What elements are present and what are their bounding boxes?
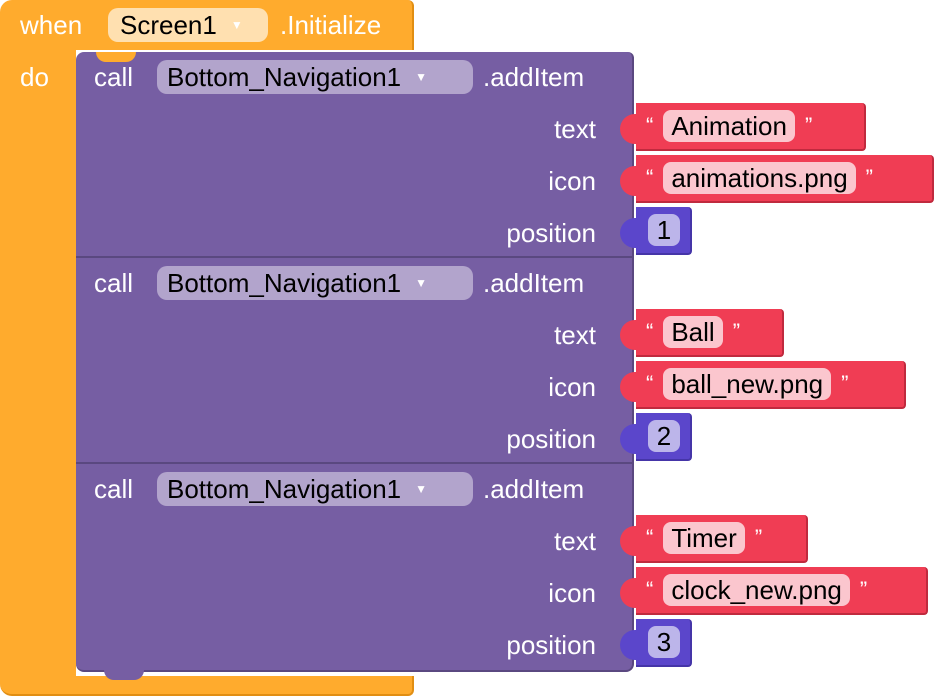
block-notch — [104, 464, 144, 474]
method-label: .addItem — [483, 268, 585, 298]
quote-open: “ — [646, 371, 654, 396]
string-connector — [620, 526, 638, 556]
string-block-text-3[interactable]: “ Timer ” — [636, 515, 808, 563]
chevron-down-icon: ▼ — [415, 70, 428, 84]
param-text-label: text — [554, 114, 596, 144]
quote-close: ” — [865, 165, 873, 190]
block-notch — [96, 52, 136, 62]
quote-open: “ — [646, 577, 654, 602]
chevron-down-icon: ▼ — [230, 18, 243, 32]
string-value-icon-2[interactable]: ball_new.png — [663, 368, 832, 400]
quote-close: ” — [804, 113, 813, 138]
string-block-icon-2[interactable]: “ ball_new.png ” — [636, 361, 906, 409]
component-dropdown-3[interactable]: Bottom_Navigation1 ▼ — [157, 472, 473, 506]
quote-open: “ — [646, 319, 654, 344]
when-label: when — [20, 10, 83, 40]
method-label: .addItem — [483, 474, 585, 504]
quote-close: ” — [732, 319, 741, 344]
event-name-label: .Initialize — [280, 10, 382, 40]
block-notch — [104, 670, 144, 680]
string-block-icon-3[interactable]: “ clock_new.png ” — [636, 567, 928, 615]
number-connector — [620, 630, 638, 660]
number-block-position-1[interactable]: 1 — [636, 207, 692, 255]
quote-close: ” — [841, 371, 849, 396]
call-label: call — [94, 474, 134, 504]
string-block-text-1[interactable]: “ Animation ” — [636, 103, 866, 151]
string-connector — [620, 372, 638, 402]
param-icon-label: icon — [548, 578, 596, 608]
method-label: .addItem — [483, 62, 585, 92]
string-connector — [620, 578, 638, 608]
number-connector — [620, 424, 638, 454]
param-position-label: position — [506, 424, 596, 454]
event-block-footer[interactable] — [0, 676, 414, 696]
param-icon-label: icon — [548, 372, 596, 402]
string-connector — [620, 320, 638, 350]
component-dropdown-2[interactable]: Bottom_Navigation1 ▼ — [157, 266, 473, 300]
param-icon-label: icon — [548, 166, 596, 196]
string-value-icon-3[interactable]: clock_new.png — [663, 574, 850, 606]
number-value-3[interactable]: 3 — [648, 626, 680, 658]
quote-open: “ — [646, 113, 654, 138]
string-value-text-3[interactable]: Timer — [663, 522, 745, 554]
string-value-text-2[interactable]: Ball — [663, 316, 723, 348]
string-connector — [620, 166, 638, 196]
component-label: Bottom_Navigation1 — [167, 61, 402, 92]
quote-open: “ — [646, 165, 654, 190]
block-separator — [76, 462, 634, 464]
block-notch — [104, 258, 144, 268]
number-block-position-3[interactable]: 3 — [636, 619, 692, 667]
quote-close: ” — [859, 577, 868, 602]
component-dropdown-1[interactable]: Bottom_Navigation1 ▼ — [157, 60, 473, 94]
number-value-2[interactable]: 2 — [648, 420, 680, 452]
component-label: Bottom_Navigation1 — [167, 267, 402, 298]
event-block-body[interactable] — [0, 50, 76, 680]
param-position-label: position — [506, 630, 596, 660]
screen-component-label: Screen1 — [120, 9, 217, 40]
param-text-label: text — [554, 320, 596, 350]
quote-close: ” — [754, 525, 763, 550]
component-label: Bottom_Navigation1 — [167, 473, 402, 504]
screen-component-dropdown[interactable]: Screen1 ▼ — [108, 8, 268, 42]
do-label: do — [20, 62, 49, 92]
param-position-label: position — [506, 218, 596, 248]
number-value-1[interactable]: 1 — [648, 214, 680, 246]
call-label: call — [94, 62, 134, 92]
param-text-label: text — [554, 526, 596, 556]
string-block-text-2[interactable]: “ Ball ” — [636, 309, 784, 357]
string-connector — [620, 114, 638, 144]
block-separator — [76, 256, 634, 258]
chevron-down-icon: ▼ — [415, 276, 428, 290]
number-connector — [620, 218, 638, 248]
string-value-icon-1[interactable]: animations.png — [663, 162, 856, 194]
call-label: call — [94, 268, 134, 298]
chevron-down-icon: ▼ — [415, 482, 428, 496]
string-block-icon-1[interactable]: “ animations.png ” — [636, 155, 934, 203]
quote-open: “ — [646, 525, 654, 550]
string-value-text-1[interactable]: Animation — [663, 110, 795, 142]
number-block-position-2[interactable]: 2 — [636, 413, 692, 461]
